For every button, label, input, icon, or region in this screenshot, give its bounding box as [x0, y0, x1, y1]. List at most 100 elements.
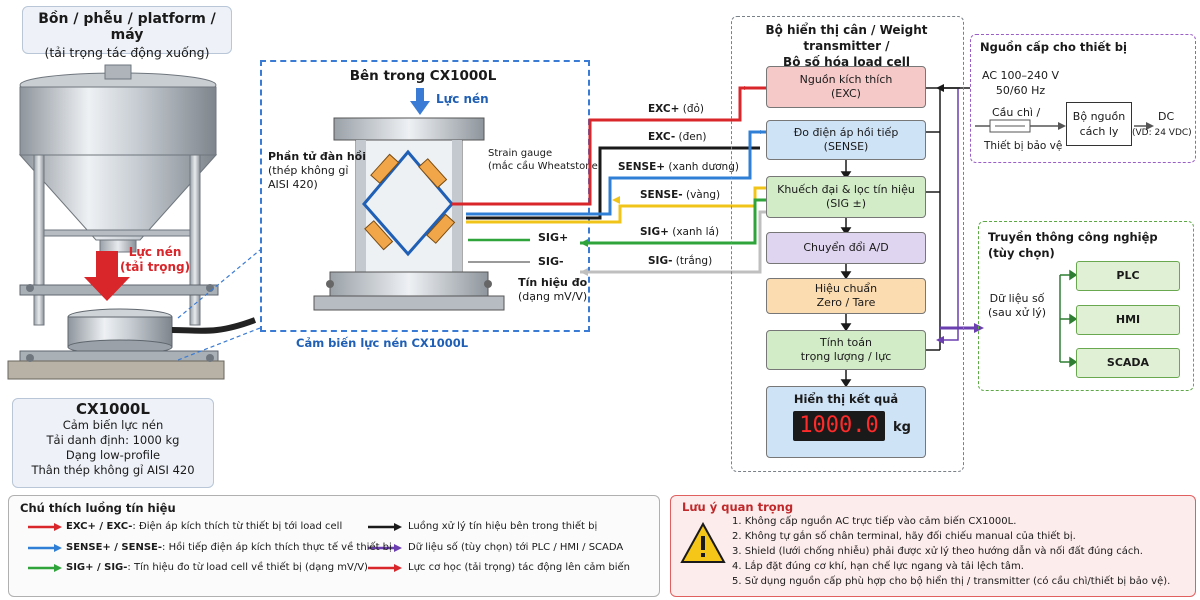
legend-arrow-sense	[28, 544, 62, 552]
legend-item-force: Lực cơ học (tải trọng) tác động lên cảm …	[408, 562, 631, 573]
block-calibration-line2: Zero / Tare	[816, 296, 876, 309]
load-source-box: Bồn / phễu / platform / máy (tải trọng t…	[22, 6, 232, 60]
fuse-label-line2: Thiết bị bảo vệ	[984, 140, 1063, 152]
power-frame	[970, 34, 1196, 163]
spec-line1: Cảm biến lực nén	[62, 418, 164, 432]
comm-title-line1: Truyền thông công nghiệp	[988, 230, 1158, 244]
spec-line2: Tải danh định: 1000 kg	[46, 433, 180, 447]
strain-gauge-line2: (mắc cầu Wheatstone)	[488, 161, 602, 172]
wire-label-sig-minus: SIG- (trắng)	[648, 255, 713, 267]
block-amplifier-line1: Khuếch đại & lọc tín hiệu	[777, 183, 915, 196]
strain-gauge-line1: Strain gauge	[488, 148, 553, 159]
load-force-label: Lực nén (tải trọng)	[120, 245, 190, 275]
legend-item-data: Dữ liệu số (tùy chọn) tới PLC / HMI / SC…	[408, 542, 624, 553]
note-item-3: 3. Shield (lưới chống nhiễu) phải được x…	[732, 546, 1143, 557]
block-compute-line1: Tính toán	[820, 336, 872, 349]
block-amplifier: Khuếch đại & lọc tín hiệu (SIG ±)	[766, 176, 926, 218]
comm-data-line1: Dữ liệu số	[989, 292, 1045, 305]
elastic-element-line2: (thép không gỉ	[268, 164, 349, 177]
power-ac-line1: AC 100–240 V	[982, 69, 1060, 82]
note-item-4: 4. Lắp đặt đúng cơ khí, hạn chế lực ngan…	[732, 561, 1024, 572]
sensor-sig-plus-label: SIG+	[538, 231, 569, 244]
block-amplifier-line2: (SIG ±)	[825, 197, 867, 210]
sensor-sig-minus-label: SIG-	[538, 255, 564, 268]
psu-line1: Bộ nguồn	[1072, 110, 1126, 123]
block-sense-line1: Đo điện áp hồi tiếp	[793, 126, 899, 139]
legend-arrow-exc	[28, 523, 62, 531]
scada-box: SCADA	[1076, 348, 1180, 378]
legend-item-internal: Luồng xử lý tín hiệu bên trong thiết bị	[408, 521, 598, 532]
legend-title: Chú thích luồng tín hiệu	[20, 501, 176, 515]
legend-arrow-internal	[368, 523, 402, 531]
wire-sig-plus	[580, 198, 766, 245]
note-item-5: 5. Sử dụng nguồn cấp phù hợp cho bộ hiển…	[732, 576, 1171, 587]
wire-label-sense-minus: SENSE- (vàng)	[640, 189, 721, 201]
sensor-spec-box: CX1000L Cảm biến lực nén Tải danh định: …	[12, 398, 214, 488]
comm-title-line2: (tùy chọn)	[988, 246, 1055, 260]
legend-panel	[8, 495, 660, 597]
dc-label: DC	[1158, 110, 1175, 123]
block-excitation-line2: (EXC)	[831, 87, 861, 100]
hopper-machine-illustration	[7, 64, 257, 380]
block-display: Hiển thị kết quả 1000.0 kg	[766, 386, 926, 458]
signal-line1: Tín hiệu đo	[518, 276, 588, 289]
legend-item-exc: EXC+ / EXC-: Điện áp kích thích từ thiết…	[66, 521, 343, 532]
hmi-box: HMI	[1076, 305, 1180, 335]
block-calibration-line1: Hiệu chuẩn	[814, 282, 878, 295]
legend-item-sig: SIG+ / SIG-: Tín hiệu đo từ load cell về…	[66, 562, 368, 573]
legend-arrow-sig	[28, 564, 62, 572]
wire-exc-minus	[466, 146, 760, 220]
load-force-line2: (tải trọng)	[120, 260, 191, 274]
wire-sig-minus	[580, 210, 766, 274]
block-compute-line2: trọng lượng / lực	[800, 350, 892, 363]
notes-title: Lưu ý quan trọng	[682, 500, 794, 514]
load-source-subtitle: (tải trọng tác động xuống)	[44, 45, 210, 60]
block-excitation-line1: Nguồn kích thích	[799, 73, 893, 86]
wire-label-exc-plus: EXC+ (đỏ)	[648, 103, 705, 115]
comm-data-label: Dữ liệu số (sau xử lý)	[988, 292, 1046, 320]
isolated-psu-box: Bộ nguồn cách ly	[1066, 102, 1132, 146]
legend-item-sense: SENSE+ / SENSE-: Hồi tiếp điện áp kích t…	[66, 542, 392, 553]
wire-sense-plus	[466, 130, 766, 216]
block-sense: Đo điện áp hồi tiếp (SENSE)	[766, 120, 926, 160]
wire-label-sense-plus: SENSE+ (xanh dương)	[618, 161, 739, 173]
warning-icon	[680, 522, 726, 563]
plc-box: PLC	[1076, 261, 1180, 291]
power-ac: AC 100–240 V 50/60 Hz	[982, 68, 1059, 98]
wire-sense-minus	[466, 186, 766, 224]
transmitter-title: Bộ hiển thị cân / Weight transmitter / B…	[731, 22, 962, 70]
psu-line2: cách ly	[1079, 125, 1119, 138]
block-excitation: Nguồn kích thích (EXC)	[766, 66, 926, 108]
elastic-element-line3: AISI 420)	[268, 178, 318, 191]
sensor-caption: Cảm biến lực nén CX1000L	[296, 336, 469, 350]
block-compute: Tính toán trọng lượng / lực	[766, 330, 926, 370]
load-source-title: Bồn / phễu / platform / máy	[38, 11, 216, 43]
force-down-arrow-icon	[410, 88, 430, 115]
legend-arrow-data	[368, 544, 402, 552]
note-item-2: 2. Không tự gắn số chân terminal, hãy đố…	[732, 531, 1076, 542]
signal-label: Tín hiệu đo (dạng mV/V)	[518, 276, 587, 304]
spec-line3: Dạng low-profile	[65, 448, 161, 462]
display-title: Hiển thị kết quả	[793, 392, 899, 406]
comm-frame	[978, 221, 1194, 391]
spec-model: CX1000L	[76, 400, 150, 418]
sensor-force-label: Lực nén	[436, 92, 489, 106]
wire-label-sig-plus: SIG+ (xanh lá)	[640, 226, 720, 238]
comm-title: Truyền thông công nghiệp (tùy chọn)	[988, 229, 1158, 261]
display-readout: 1000.0	[793, 411, 885, 441]
notes-panel	[670, 495, 1196, 597]
wire-label-exc-minus: EXC- (đen)	[648, 131, 707, 143]
block-adc: Chuyển đổi A/D	[766, 232, 926, 264]
power-title: Nguồn cấp cho thiết bị	[980, 40, 1127, 54]
signal-line2: (dạng mV/V)	[518, 290, 588, 303]
comm-data-line2: (sau xử lý)	[988, 306, 1047, 319]
elastic-element-label: Phần tử đàn hồi (thép không gỉ AISI 420)	[268, 150, 366, 192]
block-sense-line2: (SENSE)	[823, 140, 869, 153]
block-calibration: Hiệu chuẩn Zero / Tare	[766, 278, 926, 314]
spec-line4: Thân thép không gỉ AISI 420	[31, 463, 195, 477]
sensor-internal-title: Bên trong CX1000L	[349, 68, 497, 84]
dc-note: (VD: 24 VDC)	[1132, 128, 1192, 138]
legend-arrow-force	[368, 564, 402, 572]
